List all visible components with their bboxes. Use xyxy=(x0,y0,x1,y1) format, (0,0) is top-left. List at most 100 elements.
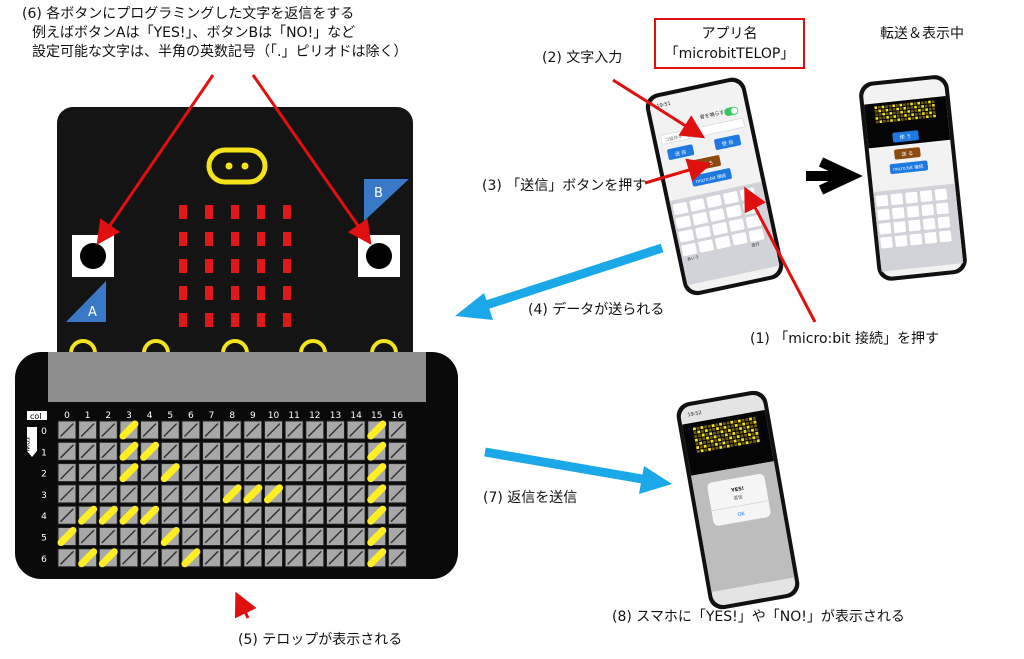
keyboard-key[interactable] xyxy=(728,218,745,232)
keyboard-key[interactable] xyxy=(890,193,904,206)
grid-led-off xyxy=(308,487,322,501)
led xyxy=(231,313,239,327)
keyboard-key[interactable] xyxy=(695,225,711,239)
grid-led-off xyxy=(246,423,260,437)
preview-led xyxy=(885,105,888,109)
grid-led-off xyxy=(122,529,136,544)
keyboard-key[interactable] xyxy=(678,229,695,243)
preview-led xyxy=(749,421,753,425)
keyboard-key[interactable] xyxy=(692,212,709,226)
phone2-use-button[interactable] xyxy=(892,130,919,143)
col-label: col xyxy=(30,412,42,421)
keyboard-key[interactable] xyxy=(715,235,731,250)
phone1-keyboard[interactable] xyxy=(672,187,765,257)
keyboard-key[interactable] xyxy=(905,191,918,204)
keyboard-key[interactable] xyxy=(939,230,952,243)
preview-led xyxy=(882,119,886,123)
preview-led xyxy=(704,429,708,433)
grid-led-off xyxy=(349,508,363,522)
keyboard-key[interactable] xyxy=(909,233,923,246)
phone2-keyboard[interactable] xyxy=(875,188,952,249)
preview-led xyxy=(921,108,925,112)
phone1-receive-button[interactable] xyxy=(714,134,742,150)
alert-ok-button[interactable]: OK xyxy=(737,511,746,518)
preview-led xyxy=(730,424,735,428)
preview-led xyxy=(756,439,760,443)
keyboard-key[interactable] xyxy=(681,242,698,257)
keyboard-key[interactable] xyxy=(748,228,765,242)
grid-led-off xyxy=(287,487,301,501)
keyboard-key[interactable] xyxy=(712,222,728,236)
keyboard-key[interactable] xyxy=(924,231,937,244)
preview-led xyxy=(708,428,712,432)
preview-led xyxy=(702,437,706,441)
keyboard-key[interactable] xyxy=(880,236,893,249)
keyboard-key[interactable] xyxy=(723,191,739,205)
preview-led xyxy=(895,104,899,107)
grid-led-on xyxy=(98,548,118,568)
keyboard-key[interactable] xyxy=(894,235,908,247)
keyboard-key[interactable] xyxy=(689,198,706,212)
keyboard-key[interactable] xyxy=(908,219,921,232)
preview-led xyxy=(892,104,896,108)
keyboard-key[interactable] xyxy=(875,194,889,207)
preview-led xyxy=(906,102,910,106)
keyboard-key[interactable] xyxy=(892,207,905,220)
preview-led xyxy=(922,115,926,119)
preview-led xyxy=(877,105,881,109)
preview-led xyxy=(879,120,883,124)
grid-led-on xyxy=(264,484,283,504)
preview-led xyxy=(705,432,709,437)
keyboard-key[interactable] xyxy=(745,214,762,229)
keyboard-key[interactable] xyxy=(906,205,920,218)
preview-led xyxy=(705,436,710,440)
led xyxy=(205,232,213,246)
keyboard-key[interactable] xyxy=(731,232,748,246)
grid-led-off xyxy=(225,444,239,459)
preview-led xyxy=(722,441,726,445)
keyboard-key[interactable] xyxy=(706,194,722,208)
keyboard-key[interactable] xyxy=(878,222,892,235)
preview-led xyxy=(907,110,911,113)
grid-led-on xyxy=(367,548,387,568)
phone2-connect-button[interactable] xyxy=(889,160,929,175)
col-header: 3 xyxy=(126,411,132,421)
preview-led xyxy=(933,114,936,118)
phone2-send-button[interactable] xyxy=(894,147,921,160)
preview-led xyxy=(903,110,907,114)
keyboard-key[interactable] xyxy=(675,215,692,229)
keyboard-key[interactable] xyxy=(672,201,689,216)
grid-led-off xyxy=(101,529,116,544)
led xyxy=(205,259,213,273)
preview-led xyxy=(740,438,745,442)
preview-led xyxy=(899,103,903,107)
keyboard-key[interactable] xyxy=(922,218,936,230)
keyboard-key[interactable] xyxy=(726,204,742,219)
keyboard-key[interactable] xyxy=(921,204,935,216)
led xyxy=(231,205,239,219)
preview-led xyxy=(911,113,915,117)
grid-led-off xyxy=(101,423,116,437)
keyboard-key[interactable] xyxy=(877,208,890,221)
keyboard-key[interactable] xyxy=(937,216,951,229)
phone1-send-button[interactable] xyxy=(667,144,695,160)
preview-led xyxy=(733,420,738,424)
preview-led xyxy=(707,447,712,451)
keyboard-key[interactable] xyxy=(919,190,933,203)
col-header: 13 xyxy=(330,411,341,421)
grid-led-off xyxy=(204,423,219,437)
keyboard-key[interactable] xyxy=(698,239,714,253)
reply-alert xyxy=(707,473,771,526)
grid-led-off xyxy=(60,465,74,480)
led xyxy=(257,259,265,273)
keyboard-key[interactable] xyxy=(934,188,948,201)
keyboard-key[interactable] xyxy=(893,221,907,233)
keyboard-key[interactable] xyxy=(709,208,725,222)
preview-led xyxy=(741,418,745,422)
col-header: 8 xyxy=(229,411,235,421)
grid-led-on xyxy=(367,527,387,546)
preview-led xyxy=(734,443,738,447)
grid-led-on xyxy=(78,505,98,525)
preview-led xyxy=(732,435,737,439)
keyboard-key[interactable] xyxy=(936,202,949,215)
